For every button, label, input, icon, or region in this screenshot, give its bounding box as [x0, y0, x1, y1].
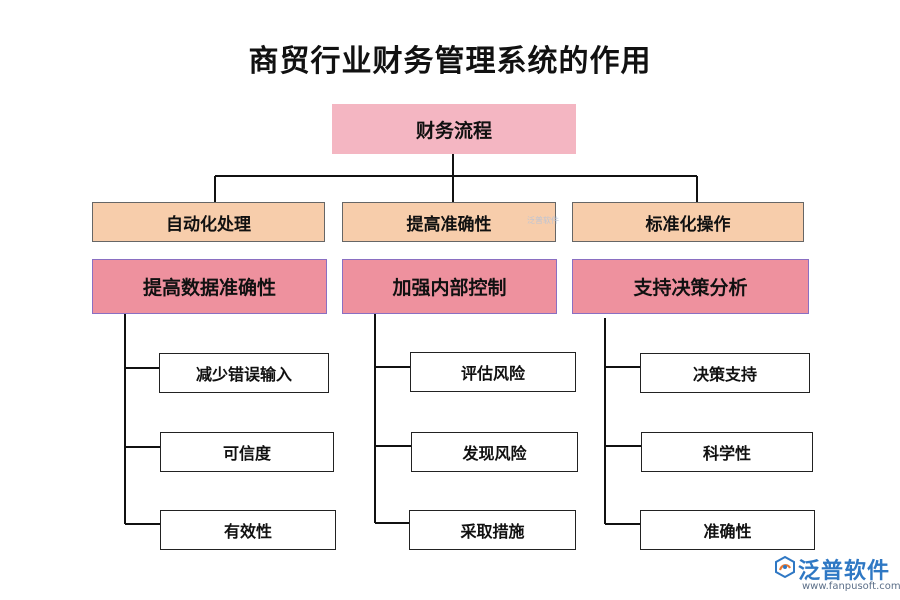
level1-node-1: 自动化处理	[92, 202, 325, 242]
root-node: 财务流程	[332, 104, 576, 154]
leaf-node: 准确性	[640, 510, 815, 550]
leaf-node: 发现风险	[411, 432, 578, 472]
brand-logo-icon	[775, 555, 795, 579]
branch-node-2: 加强内部控制	[342, 259, 557, 314]
leaf-node: 减少错误输入	[159, 353, 329, 393]
leaf-node: 有效性	[160, 510, 336, 550]
brand-watermark: 泛普软件 www.fanpusoft.com	[772, 553, 900, 597]
level1-node-3: 标准化操作	[572, 202, 804, 242]
leaf-node: 采取措施	[409, 510, 576, 550]
watermark-center: 泛普软件	[527, 216, 559, 225]
leaf-node: 可信度	[160, 432, 334, 472]
brand-url: www.fanpusoft.com	[802, 581, 900, 592]
brand-name: 泛普软件	[798, 559, 891, 584]
branch-node-1: 提高数据准确性	[92, 259, 327, 314]
leaf-node: 评估风险	[410, 352, 576, 392]
leaf-node: 决策支持	[640, 353, 810, 393]
diagram-title: 商贸行业财务管理系统的作用	[248, 44, 652, 79]
branch-node-3: 支持决策分析	[572, 259, 809, 314]
level1-node-2: 提高准确性	[342, 202, 556, 242]
leaf-node: 科学性	[641, 432, 813, 472]
